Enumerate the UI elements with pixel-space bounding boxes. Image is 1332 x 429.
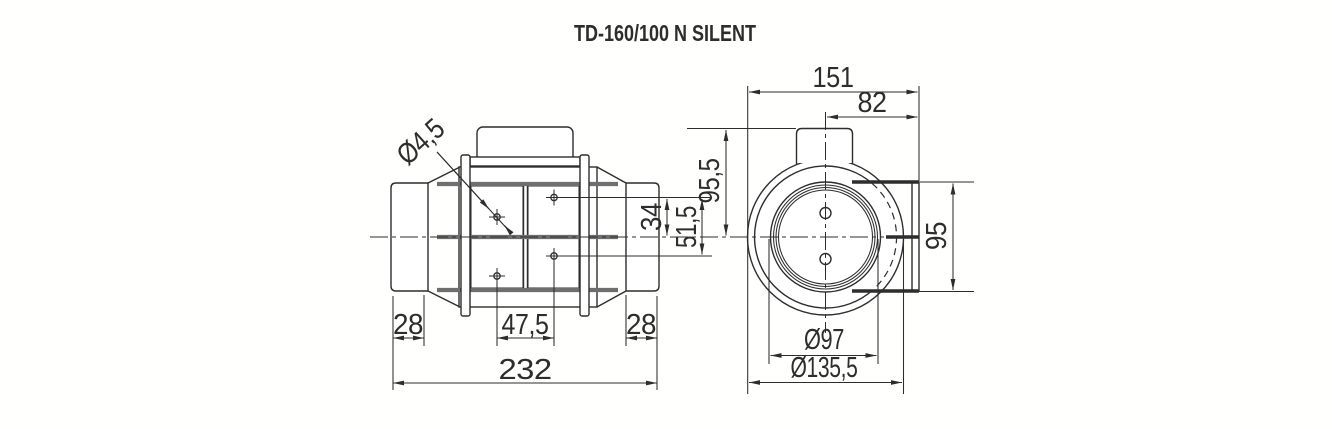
dim-overall-width: 151	[813, 62, 854, 94]
mounting-strip-left	[460, 154, 471, 317]
dim-upper-hole-to-axis: 34	[636, 203, 668, 231]
dim-bracket-height: 95	[921, 222, 953, 250]
side-junction-box-flange	[469, 156, 581, 167]
dim-overall-length: 232	[499, 354, 552, 386]
dim-spigot-diameter: Ø97	[804, 324, 844, 356]
dim-left-spigot-length: 28	[393, 309, 423, 341]
dim-right-spigot-length: 28	[626, 309, 656, 341]
dim-body-diameter: Ø135,5	[791, 352, 858, 384]
dim-box-top-to-axis: 95,5	[694, 159, 726, 204]
dimension-lines	[392, 86, 974, 394]
dim-axis-to-bracket: 82	[858, 87, 887, 119]
front-junction-box-fill	[797, 129, 852, 163]
duct-cones	[427, 166, 627, 308]
front-view	[746, 127, 920, 316]
hole-diameter-leader	[436, 151, 514, 236]
dim-hole-row-spacing: 51,5	[671, 206, 703, 248]
side-view	[390, 126, 660, 317]
mounting-strip-right	[579, 154, 590, 317]
front-junction-box	[795, 127, 854, 164]
dim-hole-diameter: Ø4,5	[391, 113, 451, 172]
dim-hole-spacing: 47,5	[502, 309, 549, 341]
drawing-title: TD-160/100 N SILENT	[574, 20, 756, 46]
